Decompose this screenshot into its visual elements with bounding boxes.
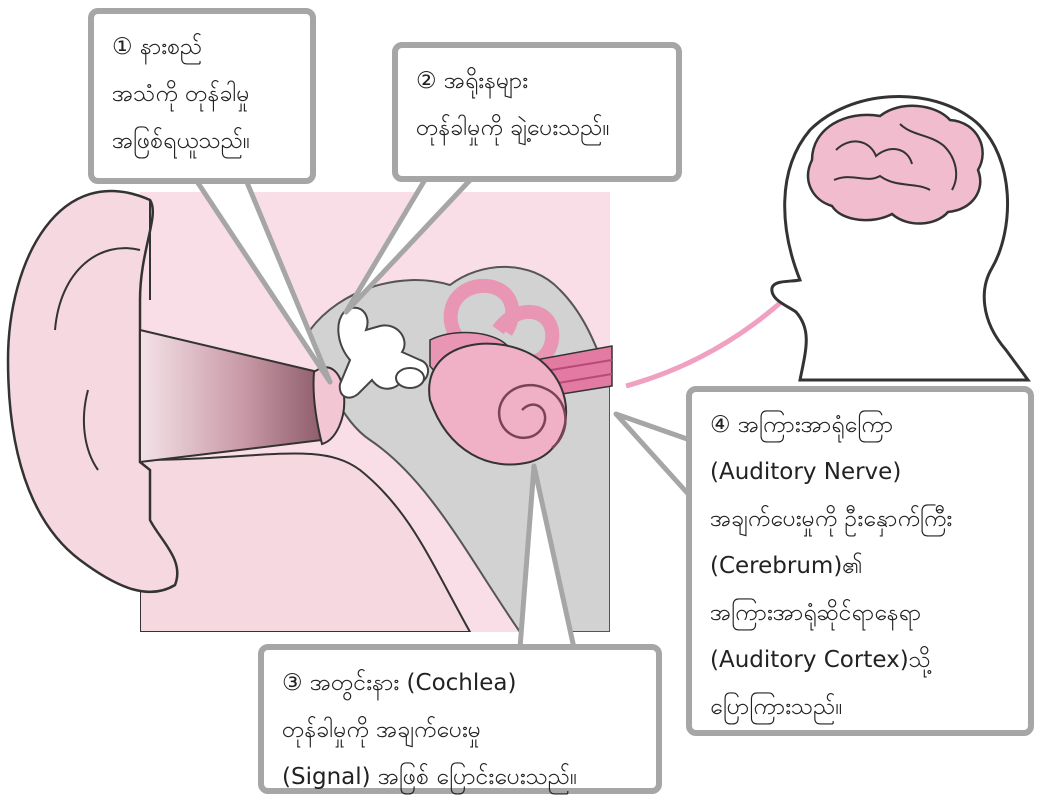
callout-cochlea: ③ အတွင်းနား (Cochlea) တုန်ခါမှုကို အချက်…: [258, 644, 662, 794]
callout-nerve-line-5: အကြားအာရုံဆိုင်ရာနေရာ: [710, 590, 1010, 637]
callout-nerve-line-4: (Cerebrum)၏: [710, 543, 1010, 590]
callout-nerve-line-1: ④ အကြားအာရုံကြော: [710, 402, 1010, 449]
callout-auditory-nerve: ④ အကြားအာရုံကြော (Auditory Nerve) အချက်ပ…: [686, 386, 1034, 736]
callout-ossicles-line-1: ② အရိုးနများ: [416, 58, 658, 105]
callout-ossicles: ② အရိုးနများ တုန်ခါမှုကို ချဲ့ပေးသည်။: [392, 42, 682, 182]
callout-cochlea-line-2: တုန်ခါမှုကို အချက်ပေးမှု: [282, 707, 638, 754]
pointer-auditory-nerve: [616, 414, 690, 496]
callout-eardrum-line-2: အသံကို တုန်ခါမှု: [112, 71, 292, 118]
callout-nerve-line-7: ပြောကြားသည်။: [710, 684, 1010, 731]
callout-nerve-line-3: အချက်ပေးမှုကို ဦးနှောက်ကြီး: [710, 496, 1010, 543]
brain-icon: [808, 106, 983, 224]
callout-ossicles-line-2: တုန်ခါမှုကို ချဲ့ပေးသည်။: [416, 105, 658, 152]
callout-nerve-line-2: (Auditory Nerve): [710, 449, 1010, 496]
callout-cochlea-line-1: ③ အတွင်းနား (Cochlea): [282, 660, 638, 707]
callout-eardrum-line-1: ① နားစည်: [112, 24, 292, 71]
callout-eardrum: ① နားစည် အသံကို တုန်ခါမှု အဖြစ်ရယူသည်။: [88, 8, 316, 184]
callout-cochlea-line-3: (Signal) အဖြစ် ပြောင်းပေးသည်။: [282, 754, 638, 801]
callout-eardrum-line-3: အဖြစ်ရယူသည်။: [112, 118, 292, 165]
callout-nerve-line-6: (Auditory Cortex)သို့: [710, 637, 1010, 684]
stapes-footplate: [396, 368, 424, 388]
